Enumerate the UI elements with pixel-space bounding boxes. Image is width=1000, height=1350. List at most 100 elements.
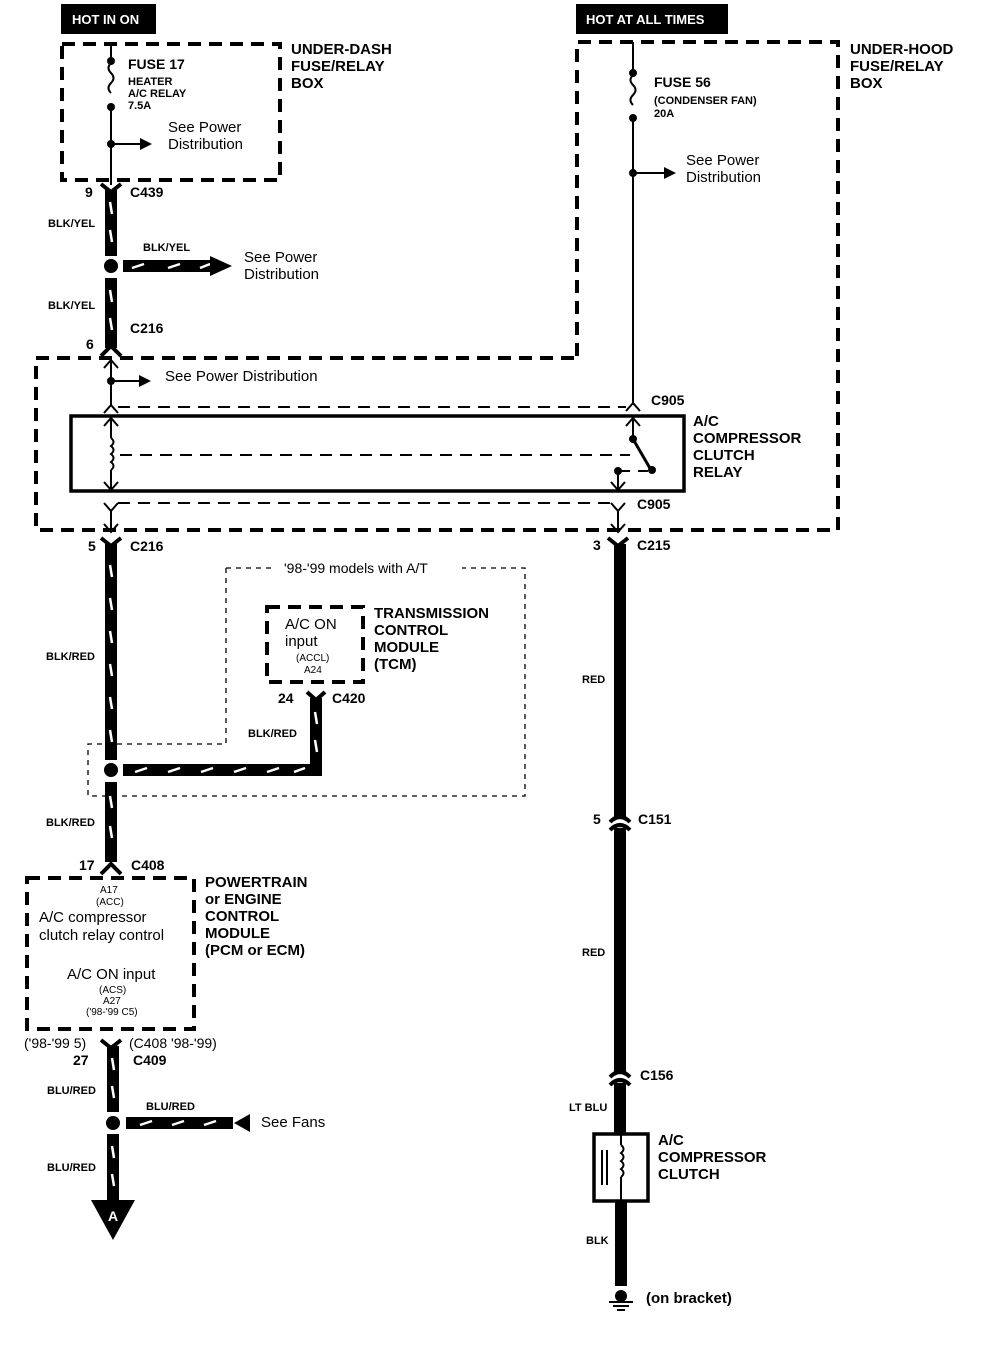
svg-text:COMPRESSOR: COMPRESSOR: [693, 430, 802, 447]
svg-text:Distribution[interactable]: Distribution: [168, 136, 243, 153]
see-power-distribution-link[interactable]: See Power: [686, 152, 759, 169]
svg-text:Distribution[interactable]: Distribution: [686, 169, 761, 186]
svg-text:TRANSMISSION: TRANSMISSION: [374, 605, 489, 622]
svg-text:A/C compressor: A/C compressor: [39, 909, 147, 926]
svg-text:MODULE: MODULE: [205, 925, 270, 942]
svg-text:9: 9: [85, 184, 93, 200]
connector-c408-alt-label: (C408 '98-'99): [129, 1035, 217, 1051]
svg-text:24: 24: [278, 690, 294, 706]
svg-text:6: 6: [86, 336, 94, 352]
svg-text:BLU/RED: BLU/RED: [47, 1162, 96, 1174]
clutch-label: A/C COMPRESSOR CLUTCH: [658, 1132, 767, 1183]
svg-text:(TCM): (TCM): [374, 656, 416, 673]
connector-c156-label: C156: [640, 1067, 674, 1083]
svg-text:BLK: BLK: [586, 1235, 609, 1247]
fuse-17-icon: [107, 62, 115, 94]
fuse-56-icon: [629, 74, 637, 106]
svg-text:A/C RELAY: A/C RELAY: [128, 88, 187, 100]
svg-text:BLK/YEL: BLK/YEL: [143, 242, 190, 254]
svg-text:A/C: A/C: [693, 413, 719, 430]
under-dash-box-label: UNDER-DASH FUSE/RELAY BOX: [291, 41, 392, 92]
see-power-distribution-link[interactable]: See Power Distribution: [165, 368, 318, 385]
svg-text:27: 27: [73, 1052, 89, 1068]
svg-text:Distribution[interactable]: Distribution: [244, 266, 319, 283]
arrow-right-icon: [210, 256, 232, 276]
relay-switch-icon: [631, 438, 653, 471]
connector-c439-label: C439: [130, 184, 164, 200]
svg-text:BLK/RED: BLK/RED: [46, 651, 95, 663]
hot-at-all-times-badge: HOT AT ALL TIMES: [576, 4, 728, 34]
connector-c151-label: C151: [638, 811, 672, 827]
ground-icon: [609, 1290, 633, 1311]
svg-text:BLK/YEL: BLK/YEL: [48, 218, 95, 230]
ground-location-label: (on bracket): [646, 1290, 732, 1307]
tcm-label: TRANSMISSION CONTROL MODULE (TCM): [374, 605, 489, 673]
svg-text:17: 17: [79, 857, 95, 873]
connector-c905-top-label: C905: [651, 392, 685, 408]
svg-text:RED: RED: [582, 674, 605, 686]
fuse-terminal-dot: [107, 57, 115, 65]
connector-c156-icon: [608, 1070, 632, 1079]
svg-text:20A: 20A: [654, 108, 674, 120]
see-fans-link[interactable]: See Fans: [261, 1114, 325, 1131]
svg-text:A/C ON: A/C ON: [285, 616, 337, 633]
svg-text:RELAY: RELAY: [693, 464, 742, 481]
pcm-module: [25, 876, 196, 1031]
connector-c409-label: C409: [133, 1052, 167, 1068]
clutch-coil-icon: [619, 1144, 625, 1178]
hot-in-on-label: HOT IN ON: [72, 12, 139, 27]
connector-c905-bottom-label: C905: [637, 496, 671, 512]
relay-label: A/C COMPRESSOR CLUTCH RELAY: [693, 413, 802, 481]
svg-text:A17: A17: [100, 885, 118, 896]
see-power-distribution-link[interactable]: See Power: [244, 249, 317, 266]
under-hood-fuse-box: [34, 40, 840, 532]
svg-text:A/C ON input: A/C ON input: [67, 966, 156, 983]
connector-c905-icon: [610, 502, 626, 513]
svg-text:CLUTCH: CLUTCH: [658, 1166, 720, 1183]
svg-text:A24: A24: [304, 665, 322, 676]
svg-text:(PCM or ECM): (PCM or ECM): [205, 942, 305, 959]
svg-text:COMPRESSOR: COMPRESSOR: [658, 1149, 767, 1166]
svg-text:CONTROL: CONTROL: [374, 622, 448, 639]
splice-dot: [104, 763, 118, 777]
connector-c216-label: C216: [130, 320, 164, 336]
fuse-56-name: FUSE 56: [654, 74, 711, 90]
svg-text:3: 3: [593, 537, 601, 553]
connector-c151-icon: [608, 815, 632, 824]
svg-text:7.5A: 7.5A: [128, 100, 151, 112]
ac-compressor-clutch-relay: [69, 414, 686, 493]
svg-text:BLK/YEL: BLK/YEL: [48, 300, 95, 312]
svg-text:CONTROL: CONTROL: [205, 908, 279, 925]
under-dash-fuse-box: [60, 42, 282, 182]
hot-at-all-times-label: HOT AT ALL TIMES: [586, 12, 705, 27]
svg-text:('98-'99 C5): ('98-'99 C5): [86, 1007, 138, 1018]
svg-text:input: input: [285, 633, 318, 650]
svg-text:('98-'99 5): ('98-'99 5): [24, 1035, 86, 1051]
svg-text:BLK/RED: BLK/RED: [46, 817, 95, 829]
svg-text:A/C: A/C: [658, 1132, 684, 1149]
svg-text:UNDER-DASH: UNDER-DASH: [291, 41, 392, 58]
svg-text:(ACS): (ACS): [99, 985, 126, 996]
arrow-left-icon: [234, 1114, 250, 1132]
arrow-right-icon: [139, 375, 151, 387]
svg-text:BLU/RED: BLU/RED: [146, 1101, 195, 1113]
svg-text:FUSE/RELAY: FUSE/RELAY: [850, 58, 944, 75]
splice-dot: [106, 1116, 120, 1130]
svg-text:FUSE/RELAY: FUSE/RELAY: [291, 58, 385, 75]
arrow-right-icon: [664, 167, 676, 179]
connector-c905-icon: [625, 401, 641, 412]
offpage-connector-icon[interactable]: [91, 1200, 135, 1240]
svg-text:clutch relay control: clutch relay control: [39, 927, 164, 944]
connector-c216-bottom-label: C216: [130, 538, 164, 554]
connector-c408-icon: [99, 861, 123, 876]
relay-coil-icon: [109, 437, 115, 471]
svg-text:or ENGINE: or ENGINE: [205, 891, 282, 908]
svg-text:UNDER-HOOD: UNDER-HOOD: [850, 41, 953, 58]
svg-text:MODULE: MODULE: [374, 639, 439, 656]
svg-text:HEATER: HEATER: [128, 76, 172, 88]
pcm-label: POWERTRAIN or ENGINE CONTROL MODULE (PCM…: [205, 874, 308, 959]
offpage-connector-label: A: [108, 1208, 118, 1224]
see-power-distribution-link[interactable]: See Power: [168, 119, 241, 136]
fuse-17-name: FUSE 17: [128, 56, 185, 72]
